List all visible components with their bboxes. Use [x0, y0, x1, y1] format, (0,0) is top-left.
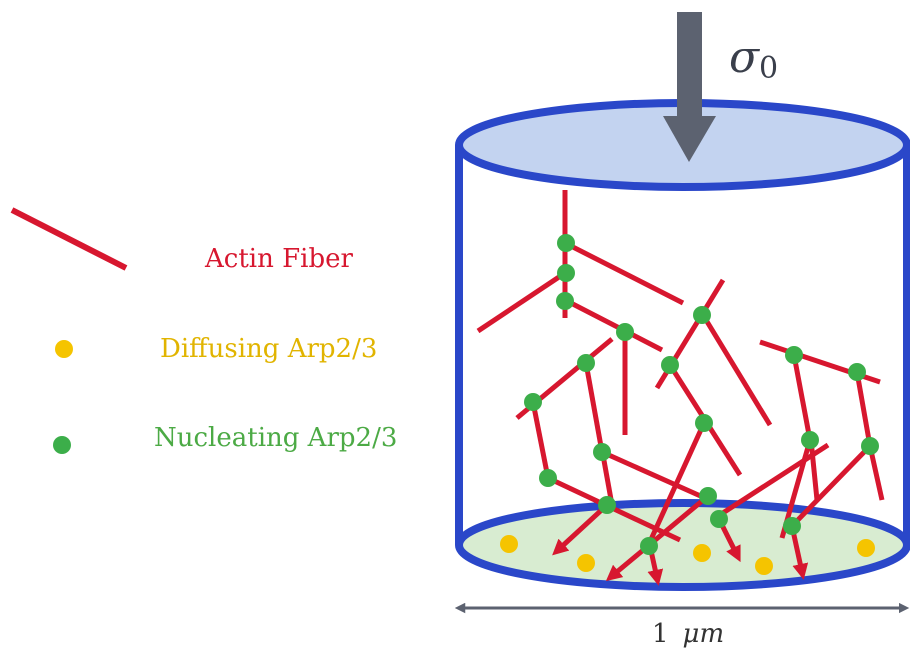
actin-fiber-growing: [605, 494, 710, 582]
nucleating-arp23: [556, 292, 574, 310]
diffusing-arp23: [500, 535, 518, 553]
scale-unit: μm: [683, 619, 725, 649]
actin-fiber-growing: [552, 503, 609, 556]
stress-symbol: σ: [729, 32, 761, 83]
scale-bar-label: 1 μm: [652, 619, 724, 649]
legend-nucleating-label: Nucleating Arp2/3: [154, 423, 397, 453]
actin-fiber: [854, 371, 873, 447]
nucleating-arp23: [801, 431, 819, 449]
stress-arrow-head: [663, 116, 716, 162]
nucleating-arp23: [710, 510, 728, 528]
nucleating-arp23: [557, 264, 575, 282]
diffusing-arp23: [755, 557, 773, 575]
nucleating-arp23: [593, 443, 611, 461]
stress-subscript: 0: [759, 51, 778, 86]
legend-actin-fiber-label: Actin Fiber: [204, 244, 353, 274]
diffusing-arp23: [693, 544, 711, 562]
nucleating-arp23: [539, 469, 557, 487]
nucleating-arp23: [577, 354, 595, 372]
scale-bar: 1 μm: [454, 602, 910, 649]
diffusing-arp23-group: [500, 535, 875, 575]
legend-actin-fiber-swatch: [10, 207, 128, 271]
legend: Actin Fiber Diffusing Arp2/3 Nucleating …: [10, 207, 397, 454]
nucleating-arp23: [699, 487, 717, 505]
actin-fiber: [600, 449, 707, 501]
diffusing-arp23: [577, 554, 595, 572]
stress-arrow: σ0: [663, 12, 778, 162]
nucleating-arp23: [661, 356, 679, 374]
actin-fiber: [645, 421, 707, 548]
actin-fiber: [710, 442, 830, 523]
actin-fiber: [583, 362, 605, 453]
actin-fiber: [700, 313, 773, 427]
nucleating-arp23: [695, 414, 713, 432]
scale-value: 1: [652, 619, 669, 649]
actin-fiber: [790, 444, 872, 528]
nucleating-arp23: [640, 537, 658, 555]
nucleating-arp23: [693, 306, 711, 324]
legend-nucleating-swatch: [53, 436, 71, 454]
nucleating-arp23: [861, 437, 879, 455]
nucleating-arp23: [524, 393, 542, 411]
nucleating-arp23-group: [524, 234, 879, 555]
stress-arrow-shaft: [677, 12, 702, 116]
nucleating-arp23: [557, 234, 575, 252]
nucleating-arp23: [783, 517, 801, 535]
actin-fiber: [808, 439, 820, 501]
actin-fiber: [867, 445, 885, 501]
nucleating-arp23: [848, 363, 866, 381]
actin-fiber: [563, 297, 664, 353]
nucleating-arp23: [598, 496, 616, 514]
actin-fiber: [476, 270, 567, 334]
diffusing-arp23: [857, 539, 875, 557]
nucleating-arp23: [785, 346, 803, 364]
legend-diffusing-swatch: [55, 340, 73, 358]
actin-fiber: [530, 401, 551, 479]
actin-fiber: [600, 454, 615, 506]
stress-label: σ0: [729, 32, 778, 86]
legend-diffusing-label: Diffusing Arp2/3: [160, 334, 377, 364]
actin-fiber: [563, 240, 685, 306]
nucleating-arp23: [616, 323, 634, 341]
actin-fiber: [791, 354, 813, 441]
